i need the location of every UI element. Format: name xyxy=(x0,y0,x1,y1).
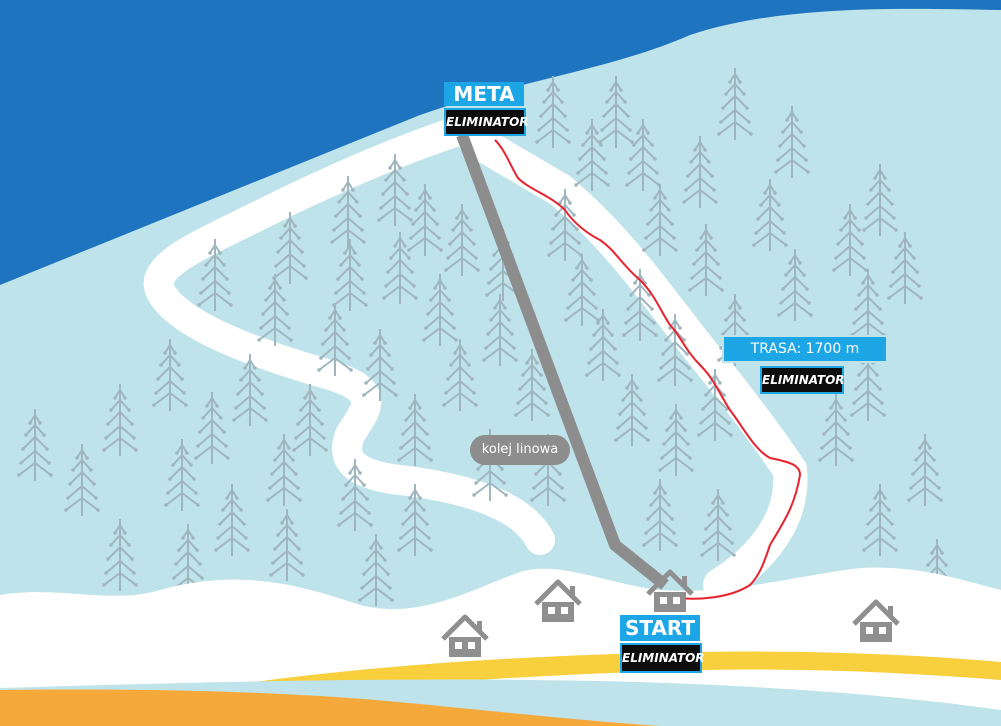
start-brand-label: ELIMINATOR xyxy=(620,643,705,673)
cable-car-label: kolej linowa xyxy=(470,435,570,465)
piste-left xyxy=(143,117,555,555)
road-yellow xyxy=(140,651,1001,718)
route-length-label: TRASA: 1700 m xyxy=(722,335,888,363)
cable-car-line xyxy=(456,132,669,590)
race-route xyxy=(494,139,802,600)
piste-right xyxy=(458,123,808,602)
finish-brand-label: ELIMINATOR xyxy=(444,108,529,136)
road-orange xyxy=(0,689,660,726)
finish-label: META xyxy=(444,82,524,106)
start-label: START xyxy=(620,615,700,641)
route-brand-label: ELIMINATOR xyxy=(760,366,845,394)
